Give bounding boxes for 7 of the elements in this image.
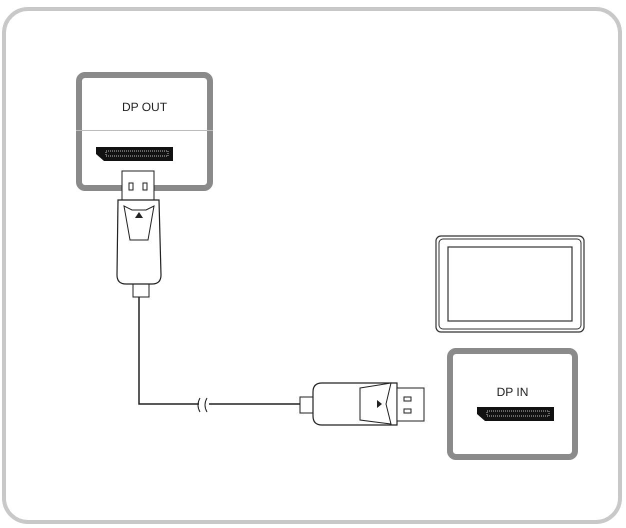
port-panel (76, 72, 213, 191)
plug-drawing (116, 170, 162, 298)
cable-line (138, 297, 300, 405)
port-label: DP IN (496, 385, 530, 399)
port-panel (447, 348, 578, 460)
plug-drawing (300, 382, 424, 426)
port-label: DP OUT (120, 100, 168, 114)
